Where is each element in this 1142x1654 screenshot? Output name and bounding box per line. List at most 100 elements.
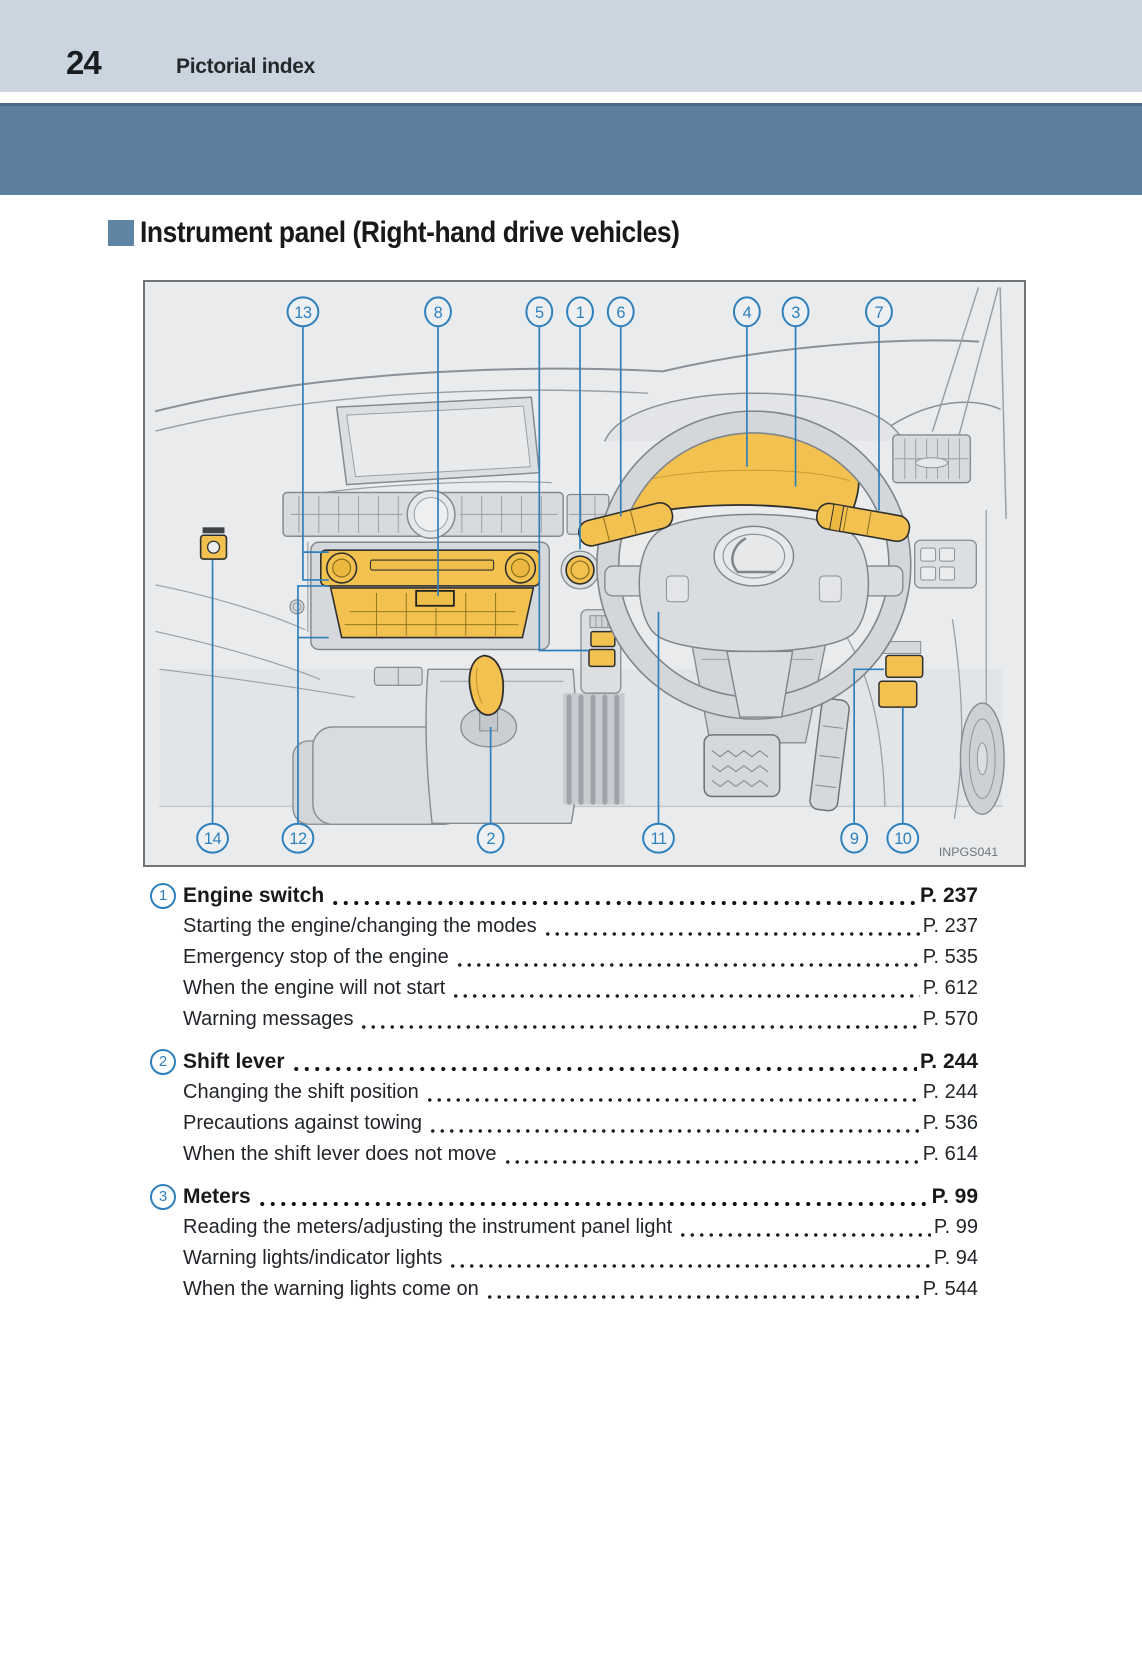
dot-leader (290, 1065, 917, 1072)
page-reference: P. 94 (933, 1247, 978, 1269)
page-reference: P. 244 (919, 1049, 978, 1073)
svg-text:4: 4 (743, 304, 752, 322)
index-sub-label: When the warning lights come on (183, 1278, 479, 1300)
dot-leader (542, 930, 920, 937)
svg-text:12: 12 (289, 830, 307, 848)
index-sub-label: Reading the meters/adjusting the instrum… (183, 1216, 673, 1238)
index-sub-row: Precautions against towing P. 536 (150, 1108, 978, 1139)
page-reference: P. 237 (919, 883, 978, 907)
index-title: Meters (183, 1184, 251, 1208)
pictorial-index-list: 1 Engine switch P. 237 Starting the engi… (150, 880, 978, 1305)
dot-leader (454, 961, 920, 968)
callout-13: 13 (286, 296, 320, 328)
fuel-opener-highlight (199, 527, 228, 560)
callout-4: 4 (732, 296, 761, 328)
chapter-photo-band (0, 103, 1142, 195)
callout-8: 8 (424, 296, 452, 328)
header-band: 24 Pictorial index (0, 0, 1142, 92)
index-sub-label: Warning messages (183, 1008, 354, 1030)
steering-wheel (596, 410, 912, 720)
index-sub-label: When the engine will not start (183, 977, 446, 999)
index-title: Shift lever (183, 1049, 285, 1073)
instrument-panel-diagram: 13 8 5 1 6 4 3 7 14 12 2 11 9 10 INPGS04… (154, 287, 1007, 859)
svg-text:3: 3 (791, 304, 800, 322)
page-number: 24 (66, 44, 102, 81)
dot-leader (484, 1293, 920, 1300)
dot-leader (502, 1158, 920, 1165)
index-group-engine-switch: 1 Engine switch P. 237 Starting the engi… (150, 880, 978, 1035)
callout-12: 12 (281, 822, 315, 854)
page-reference: P. 612 (922, 977, 978, 999)
svg-text:8: 8 (434, 304, 443, 322)
svg-text:5: 5 (535, 304, 544, 322)
page-reference: P. 570 (922, 1008, 978, 1030)
index-sub-label: Precautions against towing (183, 1112, 423, 1134)
panel-light-control-highlight (588, 630, 616, 668)
page-reference: P. 536 (922, 1112, 978, 1134)
index-sub-label: Warning lights/indicator lights (183, 1247, 443, 1269)
svg-text:7: 7 (875, 304, 884, 322)
dot-leader (424, 1096, 920, 1103)
index-title: Engine switch (183, 883, 325, 907)
page-reference: P. 99 (931, 1184, 978, 1208)
callout-2: 2 (476, 822, 505, 854)
callout-14: 14 (196, 822, 229, 854)
dot-leader (330, 899, 917, 906)
svg-text:1: 1 (576, 304, 585, 322)
index-sub-row: When the engine will not start P. 612 (150, 973, 978, 1004)
index-group-meters: 3 Meters P. 99 Reading the meters/adjust… (150, 1181, 978, 1305)
callout-7: 7 (865, 296, 893, 328)
callout-5: 5 (525, 296, 554, 328)
figure-code: INPGS041 (939, 845, 998, 859)
dot-leader (678, 1231, 931, 1238)
instrument-panel-figure: 13 8 5 1 6 4 3 7 14 12 2 11 9 10 INPGS04… (143, 280, 1026, 867)
section-heading: Instrument panel (Right-hand drive vehic… (108, 216, 753, 250)
bonnet-release-highlight (878, 641, 924, 708)
dot-leader (448, 1262, 931, 1269)
page-reference: P. 544 (922, 1278, 978, 1300)
svg-text:2: 2 (486, 830, 495, 848)
lexus-logo-icon (713, 525, 795, 587)
callout-6: 6 (606, 296, 635, 328)
page-reference: P. 535 (922, 946, 978, 968)
svg-text:11: 11 (650, 830, 666, 848)
callout-badges: 13 8 5 1 6 4 3 7 14 12 2 11 9 10 (196, 296, 920, 854)
svg-text:6: 6 (616, 304, 625, 322)
svg-text:14: 14 (204, 830, 222, 848)
page-reference: P. 614 (922, 1143, 978, 1165)
heading-bullet-square (108, 220, 134, 246)
page-reference: P. 237 (922, 915, 978, 937)
callout-9: 9 (840, 822, 869, 854)
page-reference: P. 244 (922, 1081, 978, 1103)
engine-switch-highlight (560, 550, 600, 590)
index-sub-row: Warning messages P. 570 (150, 1004, 978, 1035)
index-sub-row: Reading the meters/adjusting the instrum… (150, 1212, 978, 1243)
index-sub-label: Emergency stop of the engine (183, 946, 449, 968)
index-sub-row: Warning lights/indicator lights P. 94 (150, 1243, 978, 1274)
index-sub-label: Starting the engine/changing the modes (183, 915, 537, 937)
dot-leader (451, 992, 920, 999)
callout-10: 10 (886, 822, 920, 854)
index-heading-row: 1 Engine switch P. 237 (150, 880, 978, 911)
index-sub-row: Starting the engine/changing the modes P… (150, 911, 978, 942)
callout-number-badge: 2 (150, 1048, 176, 1075)
index-sub-label: Changing the shift position (183, 1081, 419, 1103)
index-heading-row: 3 Meters P. 99 (150, 1181, 978, 1212)
index-group-shift-lever: 2 Shift lever P. 244 Changing the shift … (150, 1046, 978, 1170)
section-heading-text: Instrument panel (Right-hand drive vehic… (140, 216, 680, 249)
callout-lines (211, 325, 904, 825)
page-reference: P. 99 (933, 1216, 978, 1238)
shift-lever-highlight (468, 654, 505, 716)
callout-number-badge: 1 (150, 882, 176, 909)
audio-panel-highlight (320, 549, 541, 639)
dot-leader (359, 1023, 920, 1030)
callout-1: 1 (566, 296, 594, 328)
dot-leader (428, 1127, 920, 1134)
index-sub-row: Changing the shift position P. 244 (150, 1077, 978, 1108)
dot-leader (256, 1200, 929, 1207)
header-section-title: Pictorial index (176, 55, 316, 78)
index-sub-row: Emergency stop of the engine P. 535 (150, 942, 978, 973)
index-sub-row: When the shift lever does not move P. 61… (150, 1139, 978, 1170)
light-stalk-highlight (815, 502, 911, 543)
callout-3: 3 (781, 296, 810, 328)
